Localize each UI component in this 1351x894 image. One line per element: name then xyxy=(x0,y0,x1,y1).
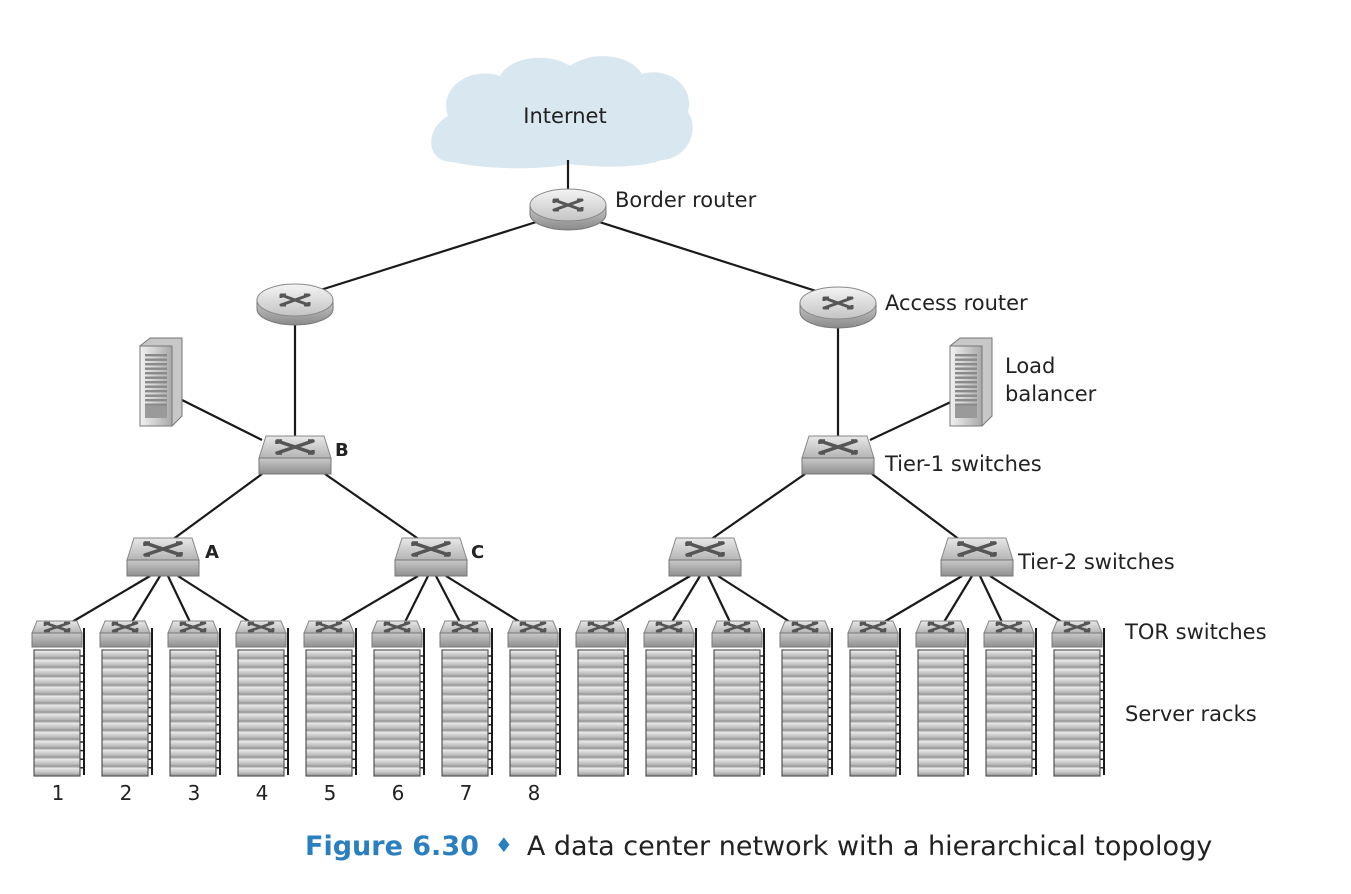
server-rack xyxy=(303,620,357,777)
server-rack xyxy=(371,620,425,777)
network-links xyxy=(71,160,1063,623)
tor-switch-icon xyxy=(847,620,899,648)
server-racks-label: Server racks xyxy=(1125,702,1257,726)
server-rack xyxy=(507,620,561,777)
server-rack xyxy=(983,620,1037,777)
figure-number: Figure 6.30 xyxy=(305,831,479,862)
tor-switch-icon xyxy=(31,620,83,648)
border-router-icon xyxy=(529,188,607,231)
tor-switch-icon xyxy=(1051,620,1103,648)
tier2-switch-right-1-icon xyxy=(668,537,742,577)
access-router-right-icon xyxy=(799,286,877,329)
switch-b-label: B xyxy=(335,440,349,461)
figure-caption: Figure 6.30 ♦ A data center network with… xyxy=(305,831,1212,862)
tor-switch-icon xyxy=(643,620,695,648)
tor-switch-icon xyxy=(915,620,967,648)
rack-number: 4 xyxy=(256,781,269,805)
server-rack xyxy=(439,620,493,777)
load-balancer-left-icon xyxy=(139,337,183,427)
server-rack xyxy=(167,620,221,777)
tor-switch-icon xyxy=(235,620,287,648)
caption-text: A data center network with a hierarchica… xyxy=(527,831,1212,862)
server-rack xyxy=(847,620,901,777)
tor-switch-icon xyxy=(371,620,423,648)
server-rack xyxy=(575,620,629,777)
server-rack xyxy=(643,620,697,777)
tier2-switch-c-icon xyxy=(394,537,468,577)
tier2-switches-label: Tier-2 switches xyxy=(1017,550,1175,574)
server-rack xyxy=(711,620,765,777)
server-rack xyxy=(1051,620,1105,777)
tor-switch-icon xyxy=(507,620,559,648)
load-balancer-right-icon xyxy=(949,337,993,427)
tor-switch-icon xyxy=(711,620,763,648)
border-router-label: Border router xyxy=(615,188,757,212)
svg-text:Figure 6.30 ♦ A da: Figure 6.30 ♦ A data center network with… xyxy=(305,831,1212,862)
server-rack xyxy=(235,620,289,777)
tor-switch-icon xyxy=(575,620,627,648)
switch-a-label: A xyxy=(205,542,219,563)
server-rack xyxy=(779,620,833,777)
tor-switch-icon xyxy=(439,620,491,648)
server-rack xyxy=(915,620,969,777)
rack-number: 8 xyxy=(528,781,541,805)
tier1-switches-label: Tier-1 switches xyxy=(884,452,1042,476)
tor-switch-icon xyxy=(779,620,831,648)
tier2-switch-a-icon xyxy=(126,537,200,577)
internet-cloud: Internet xyxy=(431,56,693,169)
rack-number: 3 xyxy=(188,781,201,805)
tor-switch-icon xyxy=(983,620,1035,648)
switch-c-label: C xyxy=(471,542,484,563)
server-rack xyxy=(31,620,85,777)
rack-number: 1 xyxy=(52,781,65,805)
tor-switch-icon xyxy=(167,620,219,648)
rack-number: 5 xyxy=(324,781,337,805)
access-router-left-icon xyxy=(256,283,334,326)
rack-number: 7 xyxy=(460,781,473,805)
tor-switches-label: TOR switches xyxy=(1124,620,1267,644)
tier2-switch-right-2-icon xyxy=(940,537,1014,577)
load-balancer-label-line1: Load xyxy=(1005,354,1055,378)
tor-switch-icon xyxy=(99,620,151,648)
server-rack xyxy=(99,620,153,777)
rack-number: 2 xyxy=(120,781,133,805)
tier1-switch-right-icon xyxy=(801,435,875,475)
load-balancer-label-line2: balancer xyxy=(1005,382,1097,406)
rack-number: 6 xyxy=(392,781,405,805)
caption-bullet: ♦ xyxy=(495,833,513,857)
access-router-label: Access router xyxy=(885,291,1028,315)
tier1-switch-b-icon xyxy=(258,435,332,475)
tor-switch-icon xyxy=(303,620,355,648)
internet-label: Internet xyxy=(523,104,606,128)
